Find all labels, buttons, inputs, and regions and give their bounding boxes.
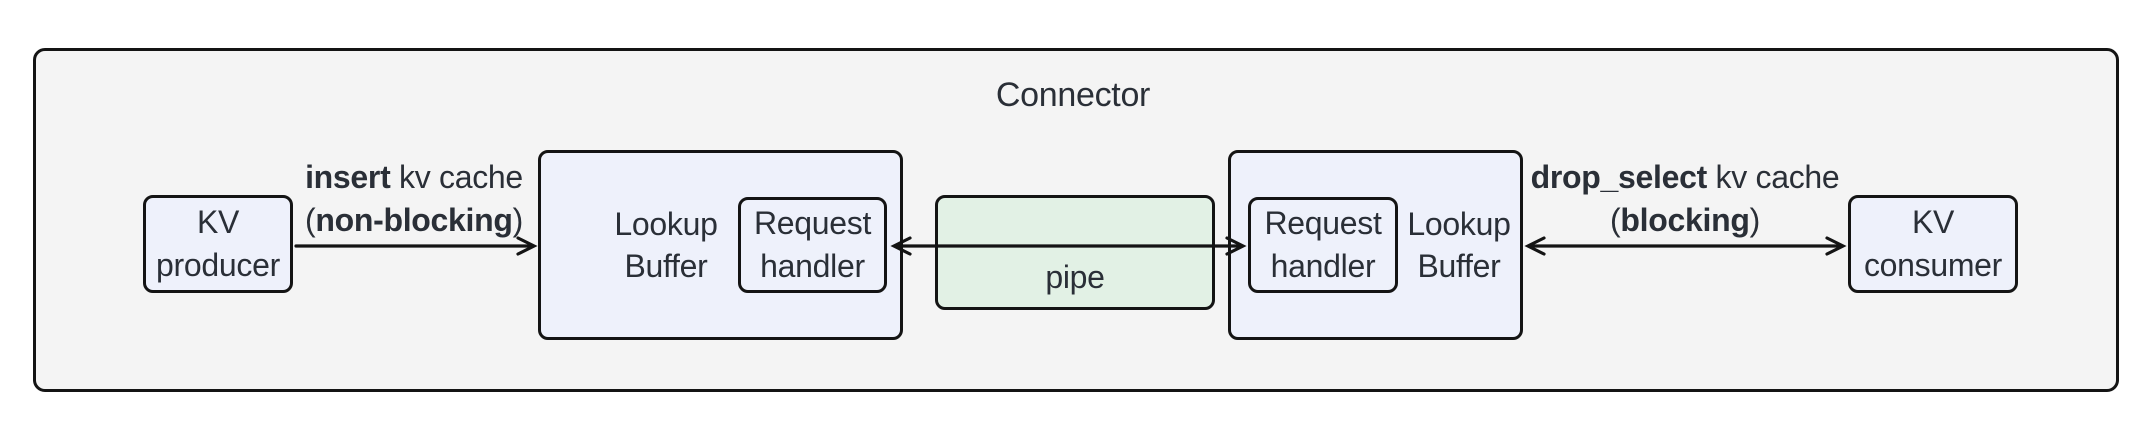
edge-label-drop-select-line2: (blocking) [1531, 199, 1840, 242]
lookup-buffer-right-label: Lookup Buffer [1407, 203, 1510, 287]
kv-consumer-node: KV consumer [1848, 195, 2018, 293]
connector-title: Connector [995, 76, 1151, 114]
lookup-buffer-left-label-line1: Lookup [614, 206, 718, 242]
edge-label-insert-mode: non-blocking [315, 202, 513, 238]
kv-producer-label-line2: producer [156, 247, 280, 283]
edge-label-insert-rest: kv cache [390, 159, 523, 195]
kv-producer-label-line1: KV [196, 204, 240, 240]
lookup-buffer-left-label: Lookup Buffer [614, 203, 717, 287]
request-handler-left-label-line2: handler [760, 248, 865, 284]
edge-label-drop-select-close-paren: ) [1749, 202, 1761, 238]
edge-label-insert-line2: (non-blocking) [305, 199, 523, 242]
edge-label-insert: insert kv cache (non-blocking) [305, 156, 523, 242]
kv-producer-node: KV producer [143, 195, 293, 293]
lookup-buffer-left-node: Lookup Buffer Request handler [538, 150, 903, 340]
edge-label-insert-open-paren: ( [305, 202, 316, 238]
lookup-buffer-right-label-line1: Lookup [1407, 206, 1511, 242]
edge-label-drop-select-open-paren: ( [1610, 202, 1621, 238]
edge-label-insert-close-paren: ) [512, 202, 524, 238]
lookup-buffer-right-label-line2: Buffer [1417, 248, 1501, 284]
kv-consumer-label-line1: KV [1911, 204, 1955, 240]
request-handler-left-node: Request handler [738, 197, 887, 293]
lookup-buffer-left-label-line2: Buffer [624, 248, 708, 284]
edge-label-drop-select-rest: kv cache [1706, 159, 1840, 195]
request-handler-right-label-line2: handler [1270, 248, 1376, 284]
pipe-node: pipe [935, 195, 1215, 310]
edge-label-drop-select-line1: drop_select kv cache [1531, 156, 1840, 199]
kv-consumer-label-line2: consumer [1863, 247, 2003, 283]
edge-label-insert-line1: insert kv cache [305, 156, 523, 199]
lookup-buffer-right-node: Request handler Lookup Buffer [1228, 150, 1523, 340]
edge-label-drop-select: drop_select kv cache (blocking) [1531, 156, 1840, 242]
edge-label-drop-select-verb: drop_select [1530, 159, 1708, 195]
edge-label-insert-verb: insert [305, 159, 391, 195]
edge-label-drop-select-mode: blocking [1620, 202, 1750, 238]
request-handler-right-node: Request handler [1248, 197, 1398, 293]
request-handler-right-label-line1: Request [1264, 205, 1382, 241]
pipe-label: pipe [1045, 259, 1105, 295]
request-handler-left-label-line1: Request [753, 205, 872, 241]
